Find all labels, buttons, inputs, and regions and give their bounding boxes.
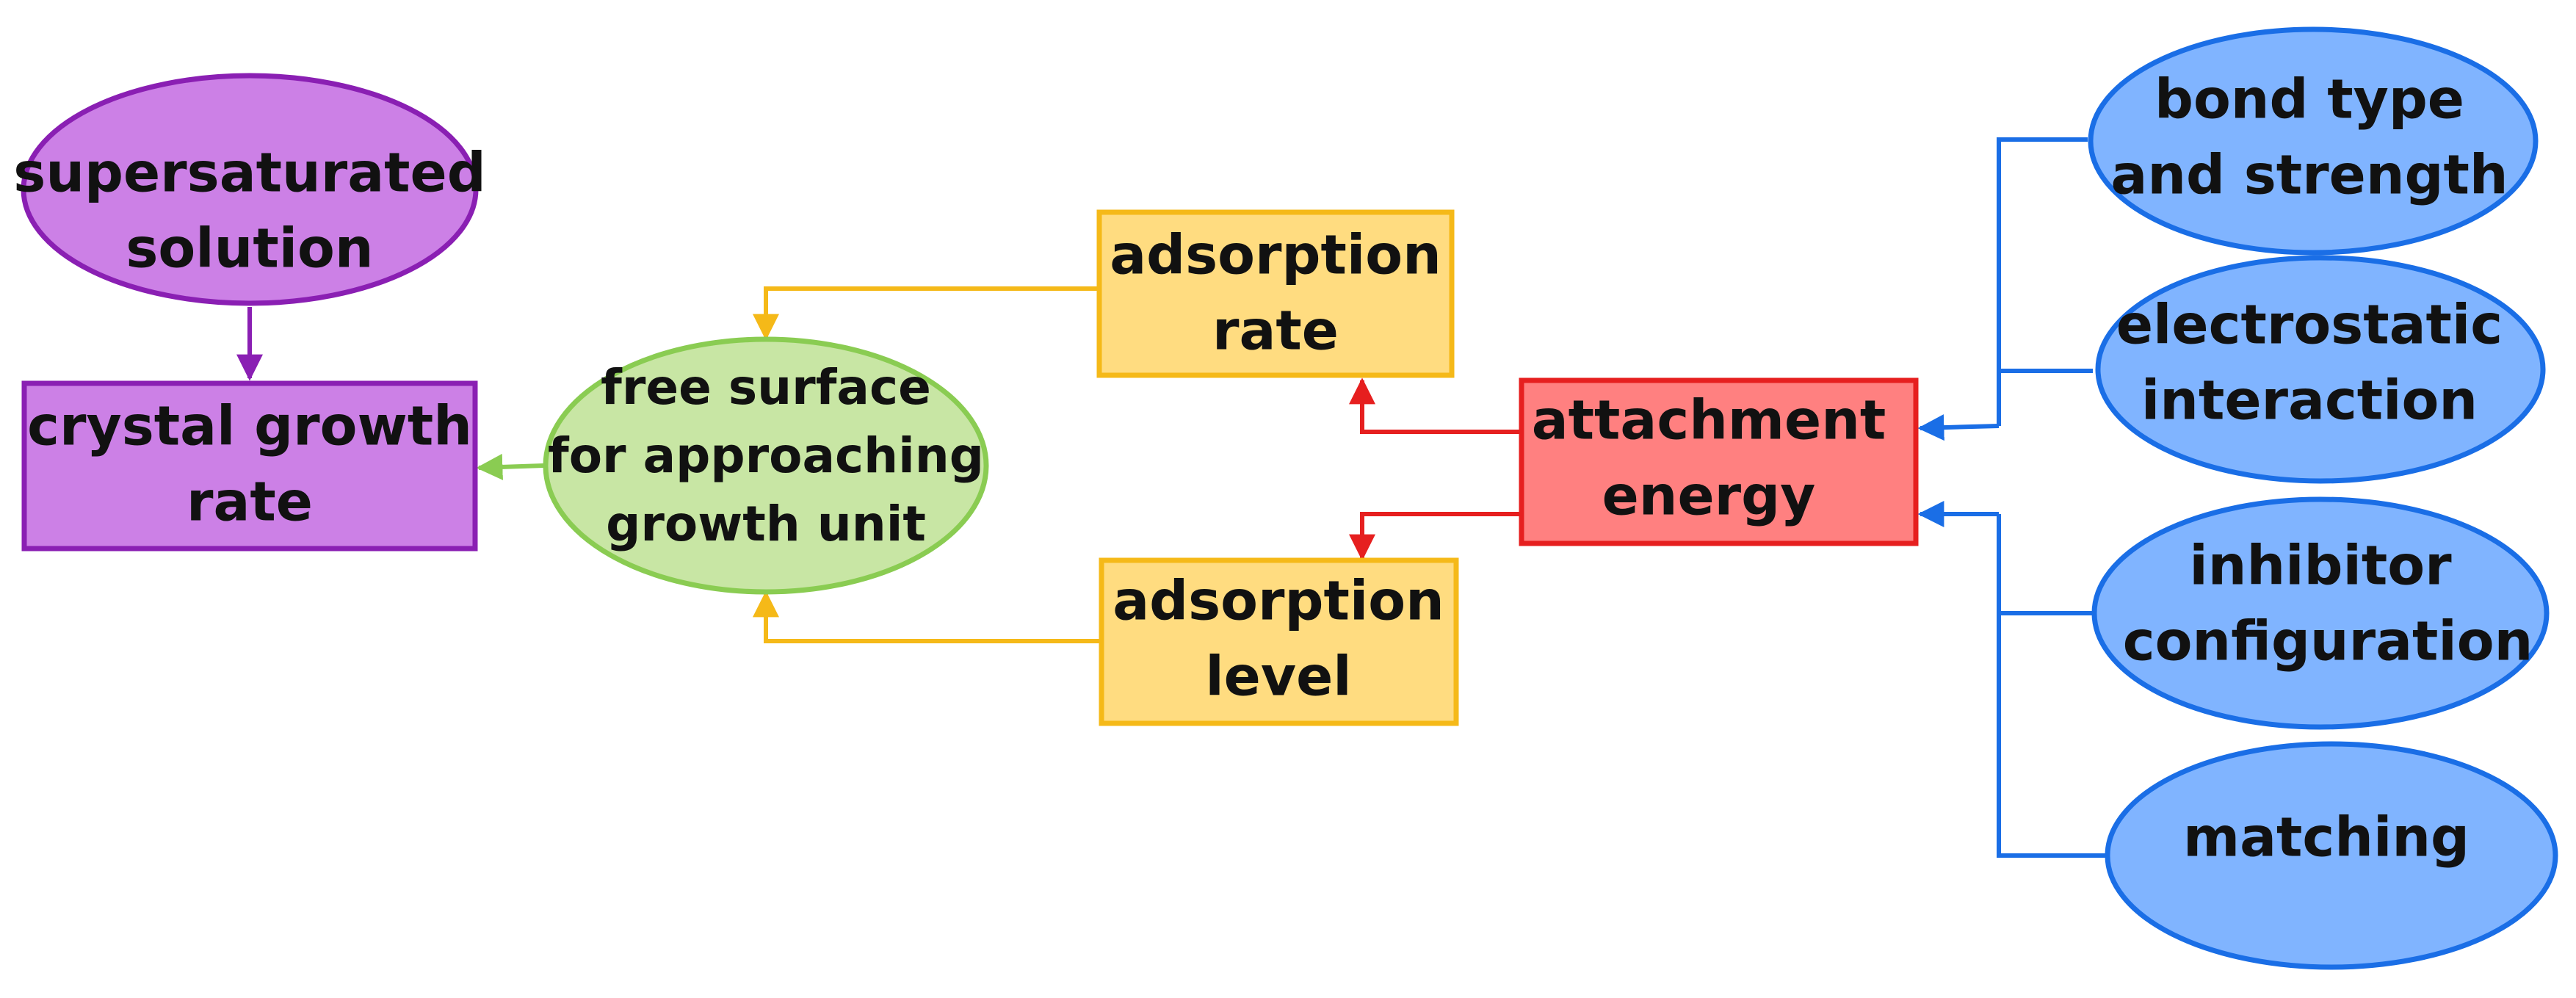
supersaturated-solution-line2: solution bbox=[126, 217, 373, 281]
arrow-adsorption-level-to-free-surface bbox=[753, 590, 1101, 643]
free-surface-line3: growth unit bbox=[606, 496, 926, 552]
supersaturated-solution-line1: supersaturated bbox=[13, 142, 485, 205]
adsorption-rate-line1: adsorption bbox=[1110, 224, 1441, 287]
arrow-attachment-to-adsorption-rate bbox=[1349, 377, 1522, 434]
matching-line1: matching bbox=[2183, 806, 2470, 869]
node-electrostatic: electrostatic interaction bbox=[2095, 255, 2546, 484]
electrostatic-line2: interaction bbox=[2141, 369, 2478, 433]
node-free-surface: free surface for approaching growth unit bbox=[543, 336, 989, 595]
attachment-energy-line1: attachment bbox=[1532, 389, 1886, 452]
adsorption-rate-line2: rate bbox=[1212, 300, 1339, 363]
arrow-free-surface-to-growth-rate bbox=[476, 453, 544, 480]
node-adsorption-level: adsorption level bbox=[1099, 557, 1459, 726]
crystal-growth-rate-line2: rate bbox=[187, 471, 313, 534]
bond-type-line2: and strength bbox=[2110, 144, 2508, 207]
adsorption-level-line2: level bbox=[1205, 646, 1351, 709]
arrow-attachment-to-adsorption-level bbox=[1349, 512, 1522, 561]
inhibitor-line1: inhibitor bbox=[2189, 535, 2452, 598]
node-adsorption-rate: adsorption rate bbox=[1096, 209, 1455, 378]
inhibitor-line2: configuration bbox=[2123, 610, 2533, 673]
bracket-lower-factors bbox=[1997, 514, 2108, 858]
arrow-adsorption-rate-to-free-surface bbox=[753, 286, 1099, 341]
adsorption-level-line1: adsorption bbox=[1112, 570, 1444, 633]
bond-type-line1: bond type bbox=[2154, 68, 2464, 131]
node-attachment-energy: attachment energy bbox=[1519, 377, 1919, 546]
attachment-energy-line2: energy bbox=[1602, 465, 1816, 528]
node-bond-type: bond type and strength bbox=[2088, 26, 2539, 256]
crystal-growth-rate-line1: crystal growth bbox=[27, 395, 472, 458]
free-surface-line1: free surface bbox=[601, 359, 931, 416]
node-inhibitor: inhibitor configuration bbox=[2091, 496, 2550, 730]
node-supersaturated-solution: supersaturated solution bbox=[13, 73, 486, 306]
node-matching: matching bbox=[2105, 741, 2558, 970]
arrow-upper-factors-to-attachment bbox=[1917, 414, 2000, 441]
bracket-upper-factors bbox=[1997, 137, 2093, 373]
free-surface-line2: for approaching bbox=[548, 427, 984, 484]
node-crystal-growth-rate: crystal growth rate bbox=[21, 380, 478, 552]
electrostatic-line1: electrostatic bbox=[2116, 294, 2503, 357]
